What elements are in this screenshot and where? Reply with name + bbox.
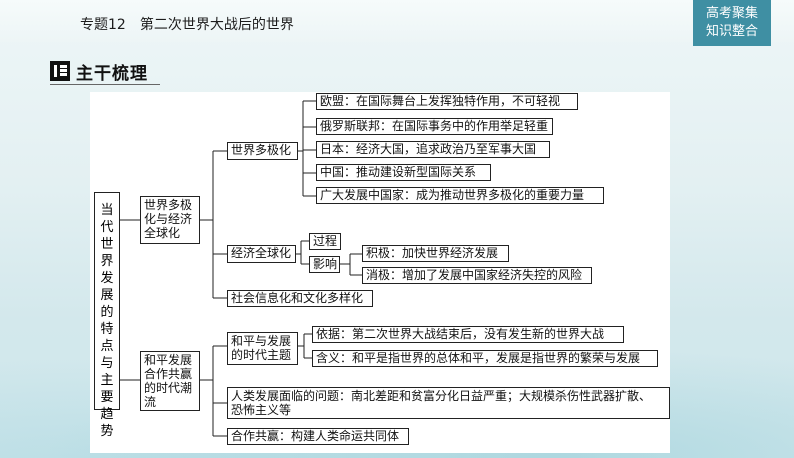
root-char: 势 xyxy=(100,424,114,439)
branch2-line-1: 和平发展 xyxy=(144,353,193,367)
root-char: 要 xyxy=(100,390,114,405)
node-multipolarization: 世界多极化 xyxy=(227,142,298,160)
theme-line-2: 的时代主题 xyxy=(231,348,292,362)
root-char: 的 xyxy=(100,305,114,320)
top-strip xyxy=(0,0,794,42)
item-japan: 日本：经济大国，追求政治乃至军事大国 xyxy=(316,141,550,158)
theme-line-1: 和平与发展 xyxy=(231,334,292,348)
root-char: 主 xyxy=(100,373,114,388)
branch2-line-3: 的时代潮 xyxy=(144,381,193,395)
branch-peace-development-cooperation: 和平发展 合作共赢 的时代潮 流 xyxy=(140,351,200,411)
branch-multipolar-globalization: 世界多极 化与经济 全球化 xyxy=(140,196,200,244)
node-informatization: 社会信息化和文化多样化 xyxy=(227,290,373,307)
item-russia: 俄罗斯联邦：在国际事务中的作用举足轻重 xyxy=(316,118,553,135)
topic-title: 专题12 第二次世界大战后的世界 xyxy=(80,17,294,33)
root-char: 点 xyxy=(100,339,114,354)
root-char: 展 xyxy=(100,288,114,303)
root-char: 界 xyxy=(100,254,114,269)
badge-line-2: 知识整合 xyxy=(705,24,758,39)
node-peace-development-theme: 和平与发展 的时代主题 xyxy=(227,332,298,365)
section-heading: 主干梳理 xyxy=(50,60,148,84)
node-win-win-cooperation: 合作共赢：构建人类命运共同体 xyxy=(227,428,409,445)
section-title: 主干梳理 xyxy=(76,63,148,84)
item-eu: 欧盟：在国际舞台上发挥独特作用，不可轻视 xyxy=(316,93,578,110)
section-underline xyxy=(50,84,160,85)
root-char: 世 xyxy=(100,237,114,252)
item-positive-impact: 积极：加快世界经济发展 xyxy=(362,245,509,262)
item-negative-impact: 消极：增加了发展中国家经济失控的风险 xyxy=(362,267,592,284)
node-process: 过程 xyxy=(309,233,341,250)
root-char: 当 xyxy=(100,203,114,218)
root-char: 与 xyxy=(100,356,114,371)
node-development-problems: 人类发展面临的问题：南北差距和贫富分化日益严重；大规模杀伤性武器扩散、 恐怖主义… xyxy=(227,387,670,419)
branch1-line-3: 全球化 xyxy=(144,226,181,240)
root-char: 趋 xyxy=(100,407,114,422)
branch2-line-4: 流 xyxy=(144,395,157,409)
branch1-line-1: 世界多极 xyxy=(144,198,193,212)
item-basis: 依据：第二次世界大战结束后，没有发生新的世界大战 xyxy=(312,326,624,343)
root-char: 特 xyxy=(100,322,114,337)
node-economic-globalization: 经济全球化 xyxy=(227,245,296,263)
badge-line-1: 高考聚集 xyxy=(705,6,758,21)
branch2-line-2: 合作共赢 xyxy=(144,367,193,381)
root-char: 代 xyxy=(100,220,114,235)
item-meaning: 含义：和平是指世界的总体和平，发展是指世界的繁荣与发展 xyxy=(312,350,658,367)
item-china: 中国：推动建设新型国际关系 xyxy=(316,164,491,181)
outline-icon xyxy=(50,61,70,81)
problems-line-2: 恐怖主义等 xyxy=(231,403,292,417)
root-char: 发 xyxy=(100,271,114,286)
section-badge: 高考聚集 知识整合 xyxy=(693,0,771,46)
item-developing-countries: 广大发展中国家：成为推动世界多极化的重要力量 xyxy=(316,187,604,204)
problems-line-1: 人类发展面临的问题：南北差距和贫富分化日益严重；大规模杀伤性武器扩散、 xyxy=(231,389,652,403)
root-node: 当 代 世 界 发 展 的 特 点 与 主 要 趋势 xyxy=(94,192,120,439)
branch1-line-2: 化与经济 xyxy=(144,212,193,226)
node-impact: 影响 xyxy=(309,256,340,273)
